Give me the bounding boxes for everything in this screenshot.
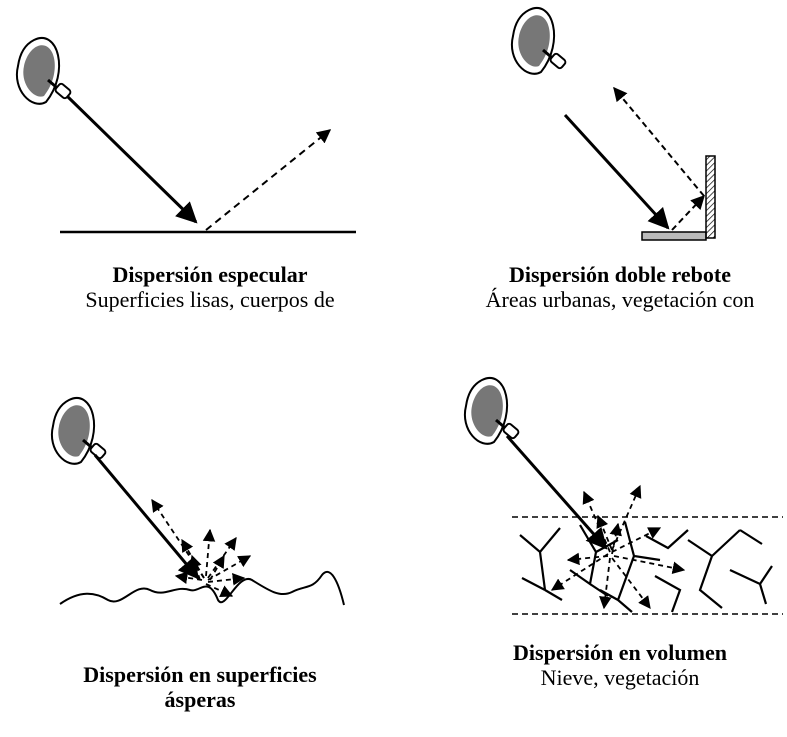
double-bounce-caption: Dispersión doble rebote Áreas urbanas, v… [460, 262, 780, 312]
radar-dish-icon [15, 36, 74, 106]
rough-surface-panel [50, 396, 345, 606]
radar-dish-icon [50, 396, 109, 466]
rough-title: Dispersión en superficies ásperas [83, 662, 317, 712]
return-arrow [613, 86, 705, 197]
bounce-arrow [671, 194, 705, 231]
rough-ground [59, 570, 345, 606]
incident-arrow [66, 95, 198, 224]
volume-title: Dispersión en volumen [513, 640, 727, 665]
incident-arrow [505, 435, 608, 550]
ground-surface [641, 231, 707, 241]
volume-caption: Dispersión en volumen Nieve, vegetación [470, 640, 770, 690]
double-bounce-title: Dispersión doble rebote [508, 262, 732, 287]
specular-panel [15, 36, 356, 234]
specular-subtitle: Superficies lisas, cuerpos de [85, 287, 335, 312]
incident-arrow [563, 113, 670, 230]
double-bounce-panel [510, 6, 716, 241]
reflected-arrow [205, 129, 332, 231]
scattering-diagram [15, 6, 783, 615]
radar-dish-icon [510, 6, 569, 76]
specular-caption: Dispersión especular Superficies lisas, … [60, 262, 360, 312]
radar-dish-icon [463, 376, 522, 446]
scattered-arrows [550, 484, 686, 610]
specular-title: Dispersión especular [112, 262, 308, 287]
volume-subtitle: Nieve, vegetación [540, 665, 700, 690]
volume-panel [463, 376, 783, 615]
incident-arrow [93, 454, 200, 580]
scattered-arrows [151, 498, 252, 597]
double-bounce-subtitle: Áreas urbanas, vegetación con [485, 287, 755, 312]
rough-caption: Dispersión en superficies ásperas [40, 637, 360, 737]
wall-surface [705, 155, 716, 239]
